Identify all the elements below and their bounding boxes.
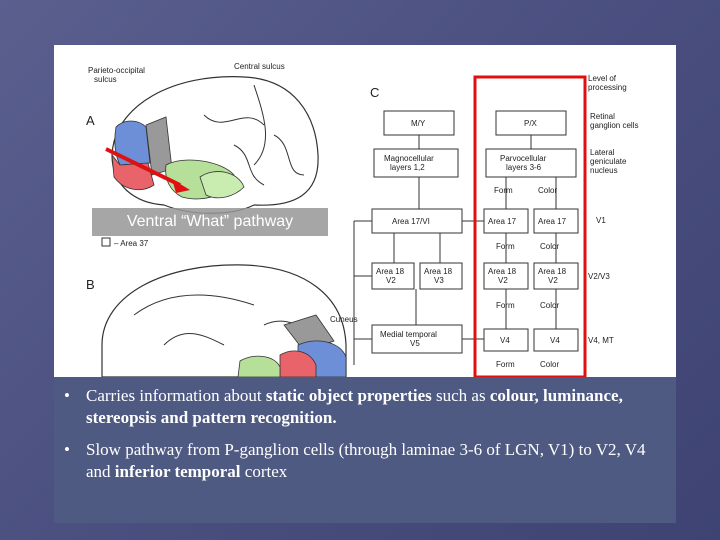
region-green-c xyxy=(237,355,281,377)
region-green-b xyxy=(199,171,245,199)
color-2: Color xyxy=(540,242,559,251)
box-area17b-text: Area 17 xyxy=(538,217,567,226)
bullet-1-text-b: such as xyxy=(431,386,490,405)
red-arrow-head xyxy=(172,179,190,193)
form-4: Form xyxy=(496,360,515,369)
box-px xyxy=(495,110,567,136)
color-4: Color xyxy=(540,360,559,369)
central-sulcus-label: Central sulcus xyxy=(234,62,285,71)
row-v1: V1 xyxy=(596,216,606,225)
color-3: Color xyxy=(540,301,559,310)
panel-c-label: C xyxy=(370,85,379,100)
bullet-2-text-a: Slow pathway from P-ganglion cells (thro… xyxy=(86,440,646,481)
bullet-2-text-b: cortex xyxy=(240,462,288,481)
row-v2v3: V2/V3 xyxy=(588,272,610,281)
bullet-2-bold: inferior temporal xyxy=(114,462,241,481)
row-v4mt: V4, MT xyxy=(588,336,614,345)
box-magno xyxy=(373,148,459,178)
cuneus-label: Cuneus xyxy=(330,315,358,324)
box-px-text: P/X xyxy=(524,119,538,128)
flow-arrows xyxy=(353,135,557,365)
box-v4b-text: V4 xyxy=(550,336,560,345)
brain-sulci-a xyxy=(203,84,305,186)
panel-b-label: B xyxy=(86,277,95,292)
bullet-1-bold-b: colour, luminance, stereopsis and patter… xyxy=(86,386,623,427)
form-1: Form xyxy=(494,186,513,195)
region-red-b xyxy=(279,350,317,377)
box-area17a-text: Area 17 xyxy=(488,217,517,226)
region-blue-a xyxy=(114,120,151,166)
bullet-1-bold-a: static object properties xyxy=(265,386,432,405)
bullet-item-1: • Carries information about static objec… xyxy=(58,385,668,429)
box-a18v3 xyxy=(419,262,463,290)
box-medial xyxy=(371,324,463,354)
bullet-1-text-a: Carries information about xyxy=(86,386,266,405)
box-area17b xyxy=(533,208,579,234)
box-a18v2 xyxy=(371,262,415,290)
box-my-text: M/Y xyxy=(411,119,426,128)
bullet-list: • Carries information about static objec… xyxy=(58,385,668,493)
red-arrow xyxy=(105,147,181,187)
box-area17vi-text: Area 17/VI xyxy=(392,217,430,226)
bullet-item-2: • Slow pathway from P-ganglion cells (th… xyxy=(58,439,668,483)
ventral-highlight xyxy=(473,75,587,377)
box-parvo xyxy=(485,148,577,178)
panel-a-label: A xyxy=(86,113,95,128)
bullet-dot: • xyxy=(64,386,70,405)
legend-swatch xyxy=(101,237,111,247)
bullet-dot: • xyxy=(64,440,70,459)
box-v4a-text: V4 xyxy=(500,336,510,345)
color-1: Color xyxy=(538,186,557,195)
legend-37: – Area 37 xyxy=(114,239,149,248)
brain-medial xyxy=(101,264,347,377)
ventral-pathway-label: Ventral “What” pathway xyxy=(92,208,328,236)
